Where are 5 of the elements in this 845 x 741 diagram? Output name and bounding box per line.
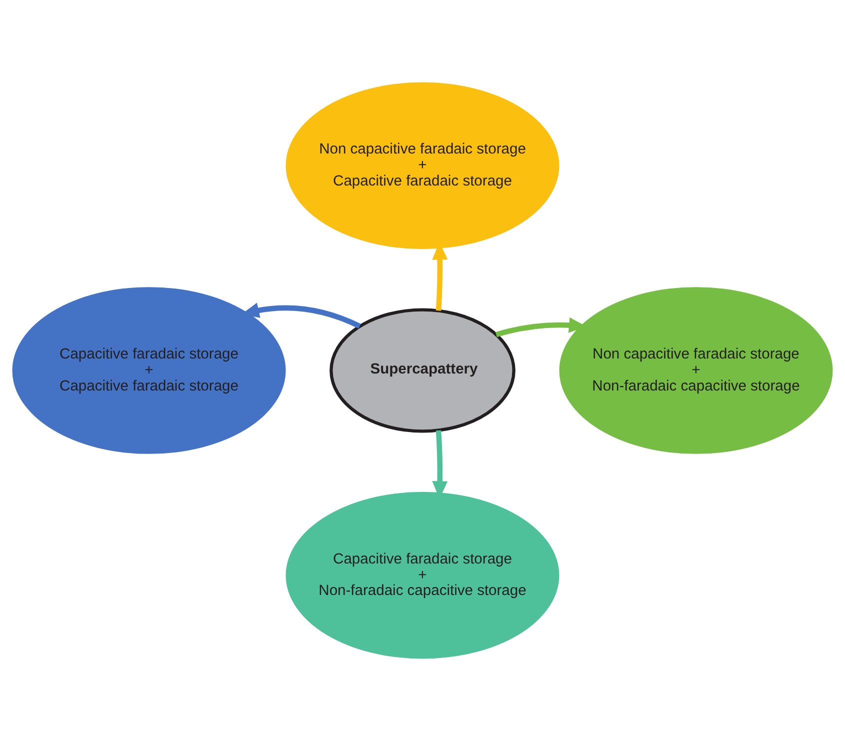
node-ellipse: Supercapattery (330, 308, 516, 433)
node-ellipse: Non capacitive faradaic storage + Capacitive faradaic storage (286, 82, 560, 250)
node-ellipse: Non capacitive faradaic storage + Non-faradaic capacitive storage (559, 287, 833, 454)
node-ellipse: Capacitive faradaic storage + Non-faradaic capacitive storage (286, 492, 560, 659)
node-ellipse: Capacitive faradaic storage + Capacitive faradaic storage (12, 287, 286, 454)
